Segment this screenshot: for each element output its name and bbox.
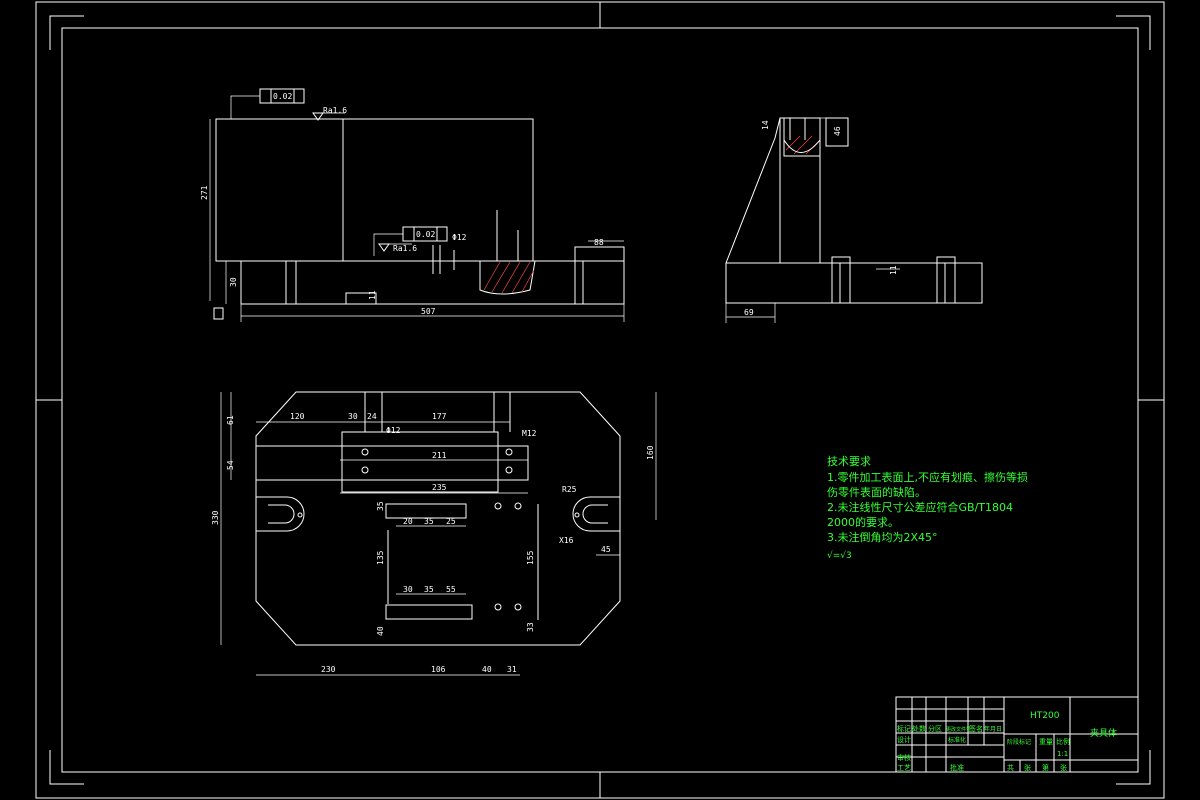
dim-plan-top-b: 30 [348,412,358,421]
dim-front-step: 88 [594,238,604,247]
tech-req-item-2: 伤零件表面的缺陷。 [827,485,926,499]
dim-plan-v2: 155 [526,550,535,565]
tb-process: 工艺 [897,764,911,772]
tb-zone: 分区 [928,724,942,733]
tb-review: 审核 [897,753,911,762]
dim-plan-inner-2: 235 [432,483,447,492]
dim-row-b-2: 35 [424,585,434,594]
dim-side-depth: 11 [889,265,898,275]
tb-sheets: 张 [1024,763,1031,772]
tb-design: 设计 [897,735,911,744]
dim-plan-v1: 135 [376,550,385,565]
dim-plan-top-d: 177 [432,412,447,421]
dim-plan-v4: 35 [376,501,385,511]
dim-plan-inner-1: 211 [432,451,447,460]
dim-plan-left-1: 61 [226,415,235,425]
tech-req-item-1: 1.零件加工表面上,不应有划痕、擦伤等损 [827,470,1028,484]
dim-front-base: 30 [229,277,238,287]
tb-sign: 签名 [969,724,983,733]
dim-row-a-1: 20 [403,517,413,526]
rough-mid: Ra1.6 [393,244,417,253]
tol-mid-value: 0.02 [416,230,435,239]
tb-material: HT200 [1030,711,1060,721]
tb-standard: 标准化 [948,736,966,744]
dim-side-width: 69 [744,308,754,317]
tol-top-value: 0.02 [273,92,292,101]
tech-req-heading: 技术要求 [827,455,871,468]
dim-front-width: 507 [421,307,436,316]
dim-side-top-b: 46 [833,126,842,136]
front-view: 271 30 507 88 11 0.02 Ra1.6 0.02 Ra1.6 Φ… [200,88,625,322]
dim-front-slot: 11 [368,290,377,300]
dim-row-b-3: 55 [446,585,456,594]
notch-x: X16 [559,536,574,545]
dim-row-a-3: 25 [446,517,456,526]
hole-plan-a: Φ12 [386,426,401,435]
tb-stage: 阶段标记 [1007,738,1031,746]
tech-req-item-4: 2000的要求。 [827,515,899,529]
tb-scale: 比例 [1056,737,1070,746]
tb-weight: 重量 [1039,738,1053,746]
roughness-note: √=√3 [827,550,852,561]
notch-width: 45 [601,545,611,554]
rough-top: Ra1.6 [323,106,347,115]
dim-plan-left-2: 54 [226,460,235,470]
tb-change: 更改文件号 [946,726,971,733]
dim-row-b-1: 30 [403,585,413,594]
dim-plan-top-c: 24 [367,412,377,421]
tb-mark: 标记 [897,724,911,733]
dim-side-top-a: 14 [761,120,770,130]
dim-plan-right-total: 160 [646,445,655,460]
tb-ratio: 1:1 [1057,750,1068,758]
dim-plan-bottom-4: 31 [507,665,517,674]
side-view: 69 14 46 11 [725,117,983,323]
plan-view: 120 30 24 177 61 54 330 160 211 235 Φ12 … [211,391,657,676]
inner-frame [61,27,1139,773]
dim-plan-left-total: 330 [211,510,220,525]
dim-front-height: 271 [200,185,209,200]
notch-radius: R25 [562,485,577,494]
dim-row-a-2: 35 [424,517,434,526]
dim-plan-bottom-3: 40 [482,665,492,674]
tb-part-name: 夹具体 [1090,727,1117,739]
tb-approve: 批准 [950,763,964,772]
tech-req-item-5: 3.未注倒角均为2X45° [827,530,938,544]
technical-requirements: 技术要求 1.零件加工表面上,不应有划痕、擦伤等损 伤零件表面的缺陷。 2.未注… [827,455,1028,561]
dim-plan-bottom-2: 106 [431,665,446,674]
hole-plan-b: M12 [522,429,537,438]
title-block: 标记 处数 分区 更改文件号 签名 年月日 设计 标准化 阶段标记 重量 比例 … [895,696,1139,773]
hole-front: Φ12 [452,233,467,242]
dim-plan-top-a: 120 [290,412,305,421]
tb-date: 年月日 [984,725,1002,733]
tech-req-item-3: 2.未注线性尺寸公差应符合GB/T1804 [827,500,1013,514]
tb-sheet: 张 [1060,763,1067,772]
dim-plan-v3: 40 [376,626,385,636]
tb-total: 共 [1007,763,1014,772]
tb-count: 处数 [912,724,926,733]
dim-plan-bottom-1: 230 [321,665,336,674]
dim-plan-v5: 33 [526,622,535,632]
tb-nth: 第 [1042,763,1049,772]
outer-frame [35,1,1165,799]
